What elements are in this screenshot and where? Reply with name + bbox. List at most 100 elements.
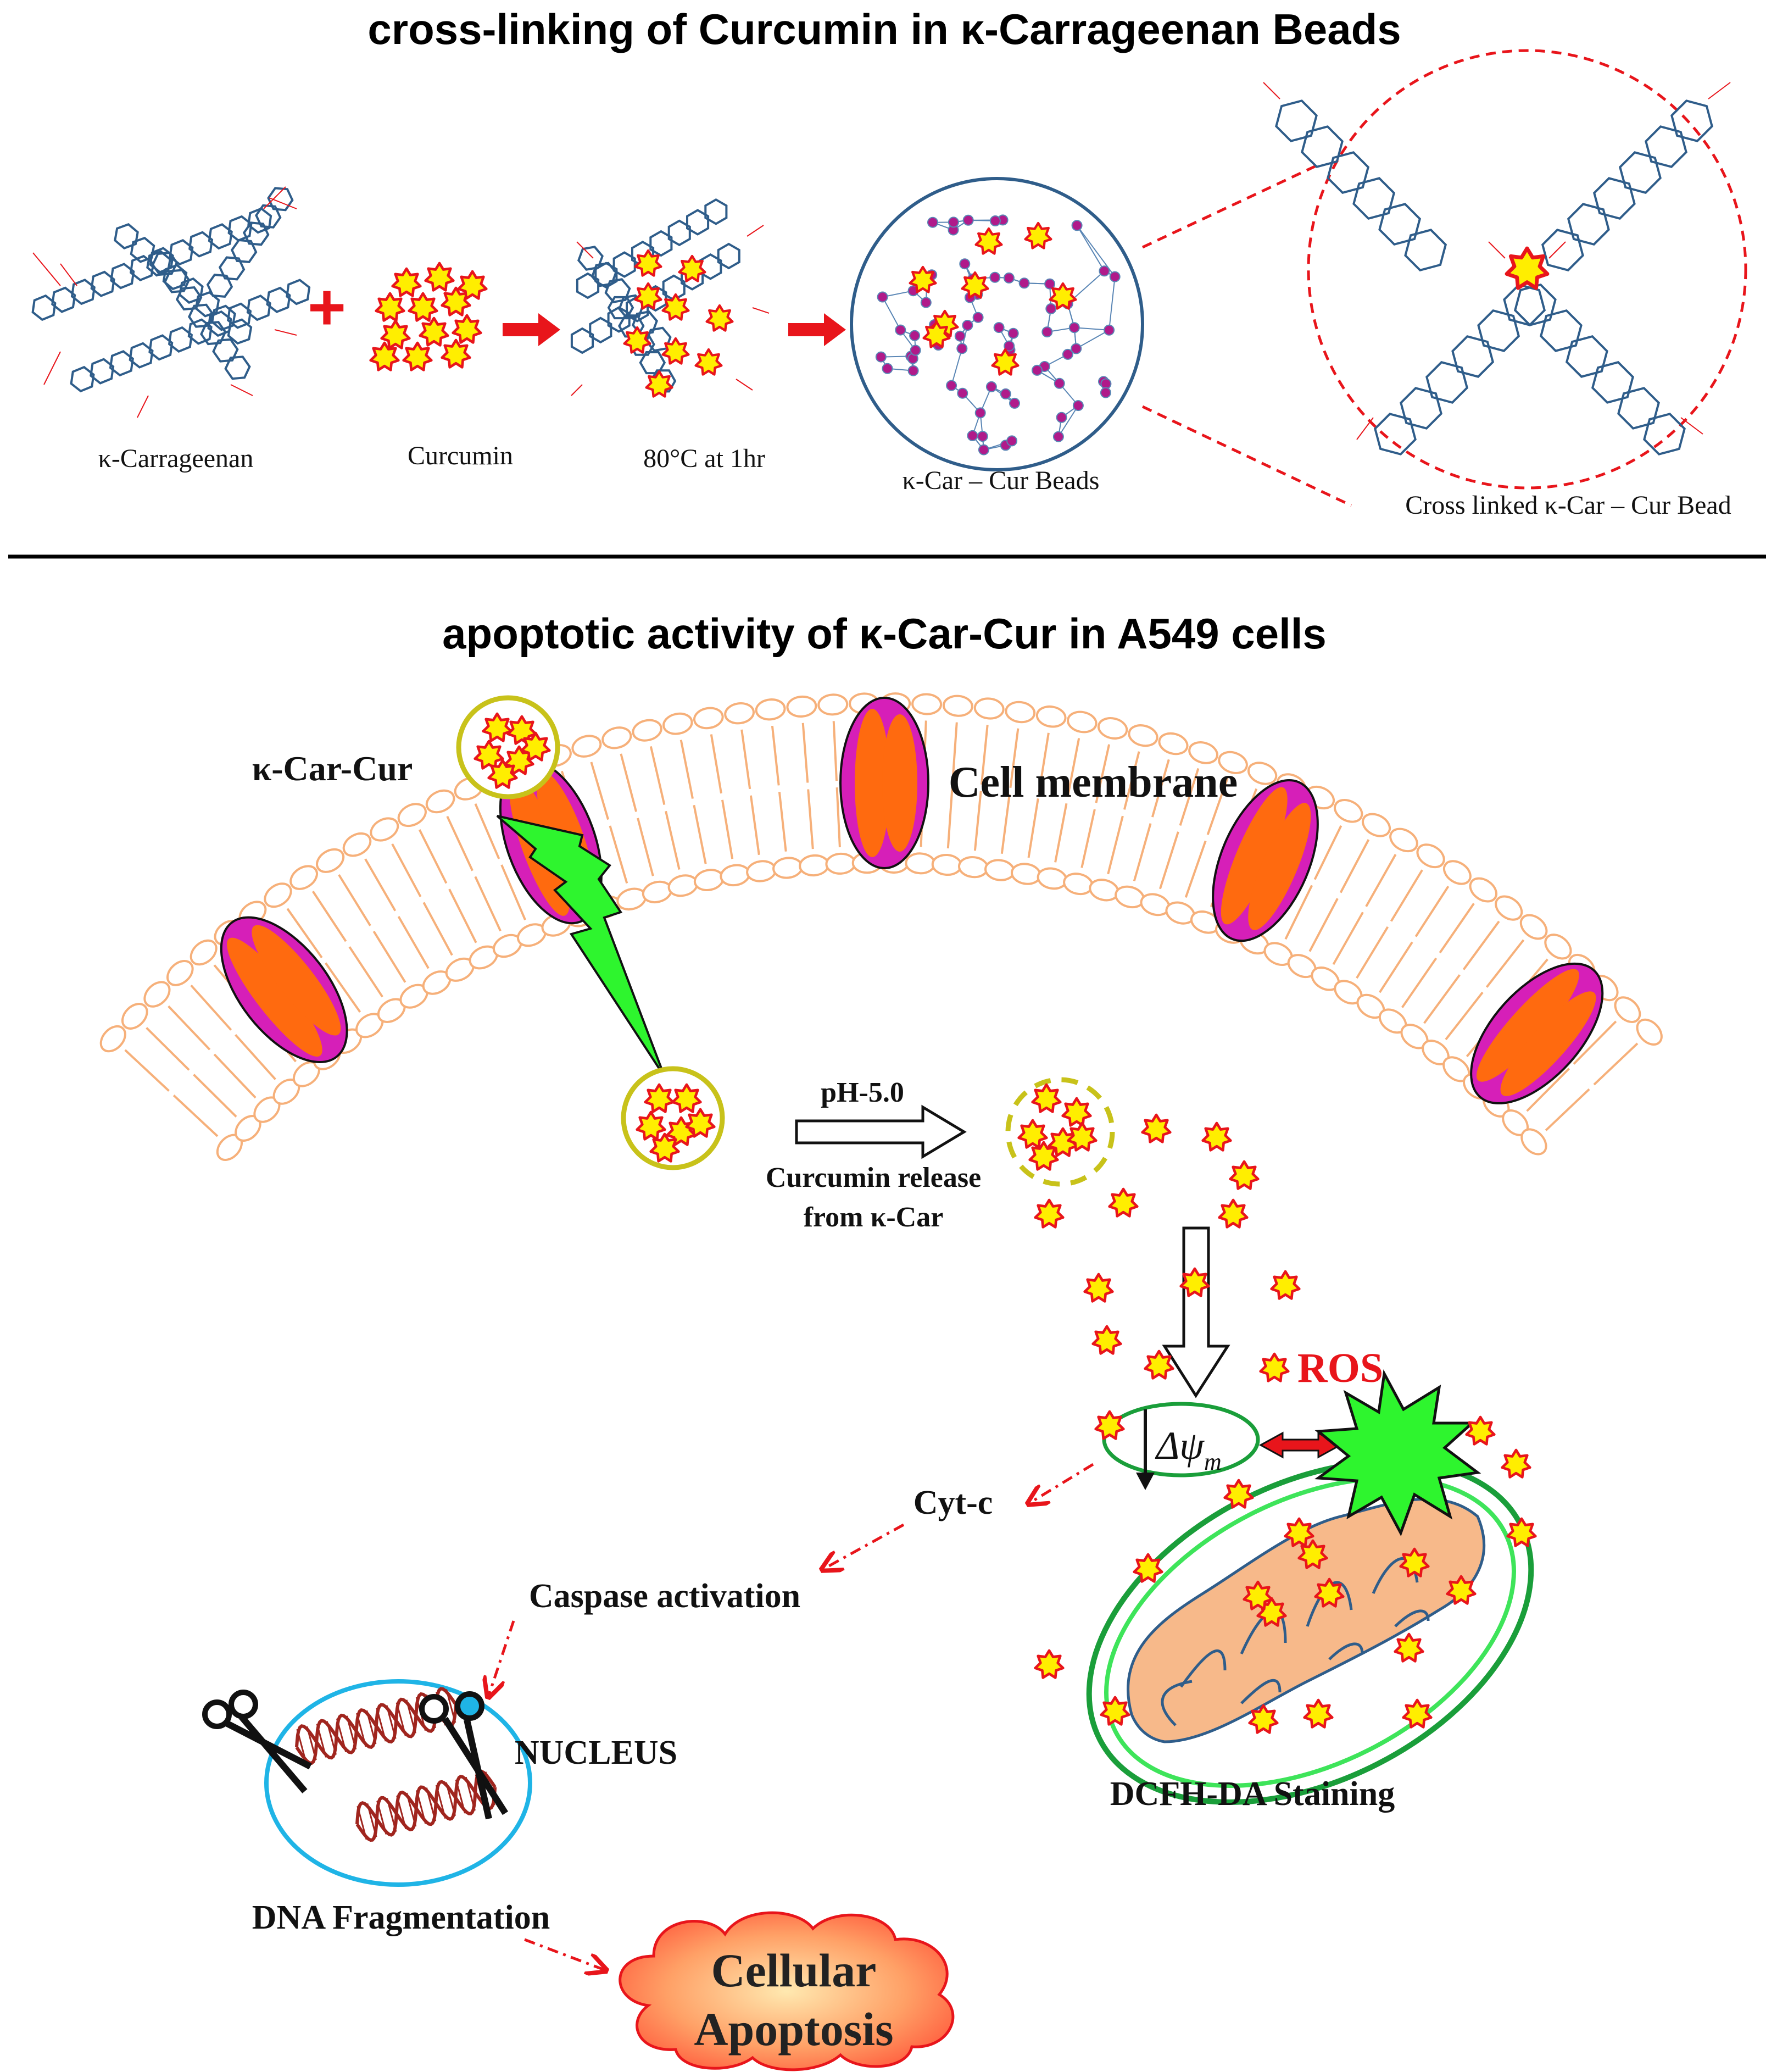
lipid-pair (1311, 827, 1418, 991)
bead-node (978, 444, 989, 455)
lipid-pair (370, 817, 475, 982)
lipid-pair (1115, 732, 1189, 909)
bead-node (1009, 397, 1020, 409)
crosslink-line (269, 197, 297, 209)
curcumin-star (506, 715, 537, 745)
bead-node (927, 216, 938, 228)
bead-node (1104, 324, 1115, 336)
bead-node (962, 214, 974, 226)
curcumin-star (1501, 1448, 1531, 1479)
lipid-pair (1010, 705, 1067, 885)
curcumin-star (419, 316, 449, 347)
membrane-protein (1470, 962, 1604, 1104)
lipid-pair (1140, 741, 1218, 916)
bead-node (1062, 348, 1073, 360)
arrow-to-cytc (1030, 1463, 1094, 1503)
crosslink-line (1548, 241, 1566, 259)
carrageenan-chain (206, 187, 294, 298)
crosslink-line (1708, 82, 1731, 99)
curcumin-star (1402, 1698, 1433, 1729)
curcumin-star (678, 254, 706, 282)
curcumin-star (1229, 1160, 1260, 1190)
curcumin-star (1505, 246, 1550, 290)
bead-node (910, 345, 921, 356)
curcumin-star (1284, 1517, 1314, 1547)
curcumin-star (1218, 1198, 1249, 1229)
label-beads: κ-Car – Cur Beads (903, 466, 1100, 495)
curcumin-star (452, 314, 482, 344)
bead-node (959, 258, 971, 270)
curcumin-star (1083, 1273, 1114, 1303)
crosslink-line (1356, 417, 1374, 440)
bead-node (1052, 431, 1064, 442)
bead-node (920, 297, 932, 308)
lipid-pair (1165, 751, 1248, 925)
curcumin-star (520, 731, 551, 762)
zoom-line-top (1141, 163, 1319, 249)
curcumin-star (1034, 1198, 1065, 1229)
curcumin-star (671, 1083, 702, 1113)
curcumin-star (694, 348, 723, 376)
membrane-protein (839, 697, 929, 869)
curcumin-star (909, 265, 937, 293)
mixed-chain (576, 198, 728, 299)
curcumin-star (661, 337, 690, 365)
nucleus (264, 1679, 532, 1887)
lipid-pair (1356, 860, 1472, 1019)
crosslink-line (274, 329, 297, 336)
crosslink-line (747, 225, 764, 237)
lipid-pair (817, 693, 856, 875)
bead-node (875, 351, 887, 363)
lipid-pair (143, 981, 281, 1123)
bead-node (1071, 220, 1083, 231)
curcumin-star (1270, 1270, 1301, 1300)
bead-node (1109, 271, 1121, 282)
curcumin-cluster (369, 262, 488, 371)
crosslink-line (1680, 417, 1703, 435)
lipid-pair (1263, 798, 1363, 966)
zoom-line-bottom (1141, 405, 1352, 507)
curcumin-star (649, 1132, 680, 1163)
curcumin-star (375, 292, 405, 322)
label-ros: ROS (1297, 1345, 1383, 1391)
lipid-pair (1502, 996, 1641, 1136)
arrow-to-caspase (824, 1523, 905, 1569)
psi-arrow-head (1136, 1473, 1155, 1490)
mixed-chains-curcumin (570, 198, 770, 398)
curcumin-star (391, 267, 422, 297)
curcumin-star (1446, 1575, 1477, 1605)
bead-node (1099, 265, 1110, 277)
bead-node (1032, 364, 1043, 376)
bead-node (1045, 303, 1057, 314)
curcumin-star (1399, 1547, 1430, 1577)
curcumin-star (1034, 1649, 1065, 1679)
curcumin-star (644, 1083, 675, 1113)
bead-node (1056, 412, 1067, 423)
lipid-pair (264, 882, 384, 1038)
lipid-pair (1063, 717, 1128, 896)
bead-node (956, 343, 968, 354)
lipid-pair (724, 702, 777, 882)
curcumin-star (922, 320, 951, 348)
curcumin-star (1201, 1121, 1232, 1152)
crosslink-line (230, 384, 253, 396)
crosslinked-bead-zoom (1263, 49, 1747, 490)
bead-node (957, 387, 968, 399)
carrageenan-chain (31, 207, 272, 321)
label-dcfh: DCFH-DA Staining (1110, 1775, 1395, 1813)
curcumin-star (487, 759, 518, 789)
plus-sign: + (308, 270, 346, 344)
curcumin-star (1465, 1415, 1496, 1446)
dna-helix (295, 1687, 458, 1765)
label-kcarcur: κ-Car-Cur (252, 749, 413, 788)
bead-node (907, 365, 919, 376)
bead-node (954, 330, 966, 342)
crosslink-line (43, 351, 61, 385)
curcumin-star (1094, 1410, 1125, 1440)
label-cytc: Cyt-c (913, 1484, 993, 1521)
lipid-pair (662, 712, 725, 891)
curcumin-star (1049, 282, 1077, 310)
crosslink-line (752, 307, 770, 314)
bead-node (985, 381, 997, 392)
label-dna: DNA Fragmentation (252, 1899, 550, 1936)
